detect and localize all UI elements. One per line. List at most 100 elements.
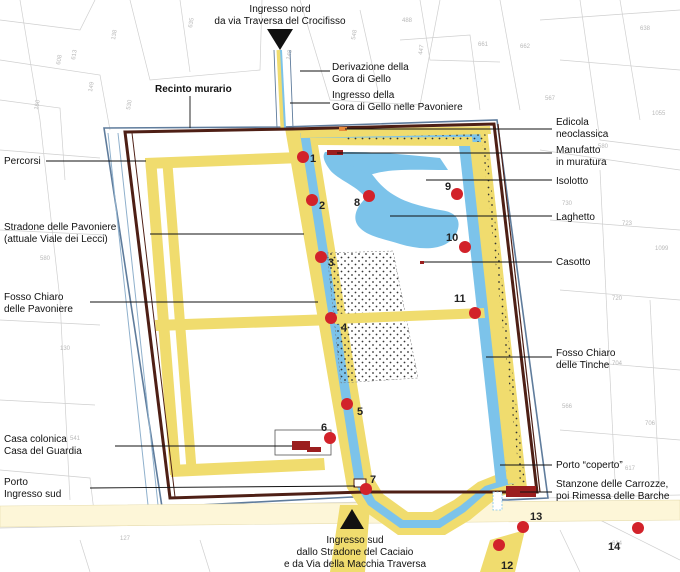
- north-entrance-label: Ingresso nord: [249, 4, 310, 15]
- fosso-tinche-label: delle Tinche: [556, 360, 610, 371]
- point-marker[interactable]: [306, 194, 318, 206]
- manufatto-label: Manufatto: [556, 145, 601, 156]
- point-number: 11: [454, 293, 466, 305]
- east-path-strip: [470, 142, 520, 484]
- cadastral-number: 567: [545, 96, 556, 102]
- cadastral-number: 723: [622, 221, 633, 227]
- cadastral-number: 127: [120, 536, 131, 542]
- labels: Ingresso nord da via Traversa del Crocif…: [4, 4, 670, 570]
- cadastral-number: 138: [111, 29, 119, 41]
- point-number: 6: [321, 422, 327, 434]
- point-number: 13: [530, 511, 542, 523]
- cadastral-number: 614: [612, 541, 623, 547]
- point-numbers: 1 2 3 4 5 6 7 8 9 10 11 12 13 14: [310, 153, 621, 572]
- points: [297, 151, 644, 551]
- south-entrance-marker: [340, 509, 364, 529]
- north-entrance-marker: [267, 29, 293, 50]
- casotto-label: Casotto: [556, 257, 591, 268]
- gora-edge-left: [273, 49, 294, 129]
- point-marker[interactable]: [469, 307, 481, 319]
- south-entrance-label: e da Via della Macchia Traversa: [284, 559, 427, 570]
- west-inner-wall: [131, 132, 176, 498]
- fosso-pavoniere-label: Fosso Chiaro: [4, 292, 64, 303]
- south-entrance-label: Ingresso sud: [326, 535, 383, 546]
- point-marker[interactable]: [493, 539, 505, 551]
- point-number: 3: [328, 257, 334, 269]
- point-marker[interactable]: [363, 190, 375, 202]
- cadastral-number: 1055: [652, 111, 666, 117]
- isolotto-label: Isolotto: [556, 176, 589, 187]
- cadastral-number: 704: [612, 361, 623, 367]
- recinto-label: Recinto murario: [155, 84, 232, 95]
- south-east-road: [480, 530, 525, 572]
- stanzone-building: [506, 486, 536, 497]
- edicola-building: [339, 127, 347, 131]
- cadastral-number: 661: [478, 42, 489, 48]
- gora-water-north: [280, 49, 286, 129]
- cadastral-number: 149: [88, 81, 96, 93]
- cadastral-number: 617: [625, 466, 636, 472]
- point-marker[interactable]: [315, 251, 327, 263]
- point-marker[interactable]: [360, 483, 372, 495]
- porto-coperto-label: Porto “coperto”: [556, 460, 623, 471]
- cadastral-number: 580: [40, 256, 51, 262]
- point-marker[interactable]: [324, 432, 336, 444]
- cadastral-number: 662: [520, 44, 531, 50]
- stanzone-label: poi Rimessa delle Barche: [556, 491, 670, 502]
- point-number: 5: [357, 406, 363, 418]
- cadastral-number: 1099: [655, 246, 669, 252]
- east-fence: [497, 123, 541, 493]
- ingresso-gora-label: Ingresso della: [332, 90, 395, 101]
- point-number: 4: [341, 322, 348, 334]
- point-marker[interactable]: [517, 521, 529, 533]
- cadastral-number: 548: [351, 29, 359, 41]
- porto-sud-label: Ingresso sud: [4, 489, 61, 500]
- casa-label: Casa colonica: [4, 434, 67, 445]
- north-entrance-label: da via Traversa del Crocifisso: [214, 16, 346, 27]
- point-marker[interactable]: [297, 151, 309, 163]
- cadastral-number: 130: [60, 346, 71, 352]
- edicola-label: neoclassica: [556, 129, 609, 140]
- cadastral-number: 730: [562, 201, 573, 207]
- point-marker[interactable]: [459, 241, 471, 253]
- gate-stripes: [492, 491, 503, 511]
- south-entrance-label: dallo Stradone del Caciaio: [297, 547, 414, 558]
- manufatto-building: [327, 150, 343, 155]
- cadastral-number: 613: [71, 49, 79, 61]
- point-marker[interactable]: [451, 188, 463, 200]
- cadastral-number: 541: [70, 436, 81, 442]
- south-entrance-road: [330, 505, 370, 572]
- point-number: 1: [310, 153, 316, 165]
- point-number: 10: [446, 232, 458, 244]
- derivazione-label: Gora di Gello: [332, 74, 391, 85]
- cadastral-number: 638: [640, 26, 651, 32]
- point-number: 7: [370, 474, 376, 486]
- edicola-label: Edicola: [556, 117, 589, 128]
- point-marker[interactable]: [632, 522, 644, 534]
- fosso-pavoniere-label: delle Pavoniere: [4, 304, 73, 315]
- point-marker[interactable]: [325, 312, 337, 324]
- cadastral-number: 706: [645, 421, 656, 427]
- cadastral-number: 608: [56, 54, 64, 66]
- ingresso-gora-label: Gora di Gello nelle Pavoniere: [332, 102, 463, 113]
- cadastral-number: 150: [34, 99, 42, 111]
- cadastral-number: 720: [612, 296, 623, 302]
- point-number: 14: [608, 541, 621, 553]
- leader-lines: [46, 70, 552, 493]
- path-network-west: [145, 152, 335, 477]
- cadastral-number: 566: [562, 404, 573, 410]
- point-number: 9: [445, 181, 451, 193]
- outer-lane: [107, 132, 159, 506]
- manufatto-label: in muratura: [556, 157, 607, 168]
- point-marker[interactable]: [341, 398, 353, 410]
- fosso-tinche-label: Fosso Chiaro: [556, 348, 616, 359]
- cadastral-number: 488: [402, 18, 413, 24]
- point-number: 8: [354, 197, 360, 209]
- porto-sud-label: Porto: [4, 477, 28, 488]
- gora-canal-north: [276, 49, 286, 129]
- laghetto-label: Laghetto: [556, 212, 595, 223]
- casotto-building: [420, 261, 424, 264]
- stanzone-label: Stanzone delle Carrozze,: [556, 479, 668, 490]
- point-number: 2: [319, 200, 325, 212]
